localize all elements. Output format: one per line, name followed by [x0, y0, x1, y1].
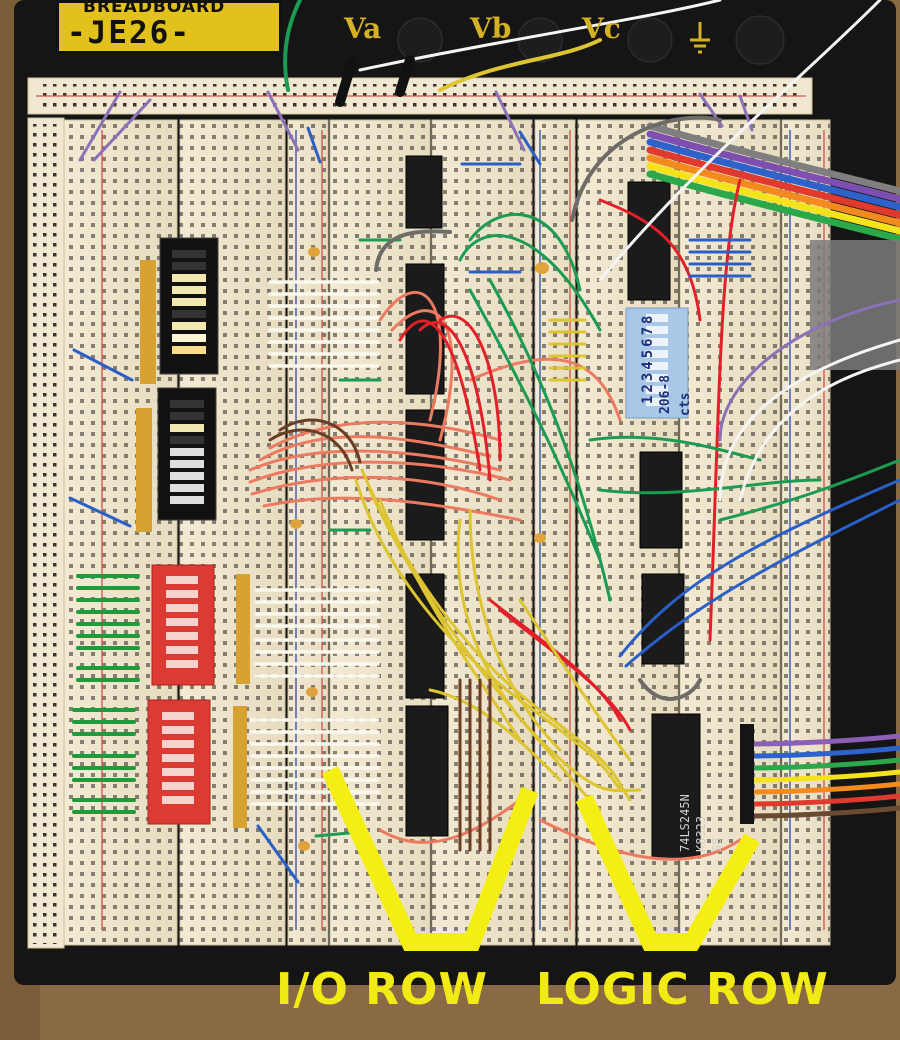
ic-chips [405, 155, 701, 859]
red-wire-bundle [398, 178, 742, 732]
terminal-label-vc: Vc [582, 12, 621, 45]
green-jumpers-left [72, 574, 140, 814]
brand-model-text: -JE26- [67, 15, 191, 51]
ribbon-cable-top [646, 122, 900, 243]
capacitors [290, 247, 549, 851]
chip-date-code: S8 [710, 837, 724, 852]
logic-row-caption: LOGIC ROW [536, 964, 829, 1015]
brown-wire-set [268, 418, 492, 852]
dip-switch-numbers: 12345678 [640, 312, 656, 404]
dip-switch-red-top [151, 564, 215, 686]
brand-top-text: BREADBOARD [83, 0, 226, 17]
ribbon-cable-bottom [745, 733, 900, 819]
terminal-label-vb: Vb [470, 12, 512, 45]
chip-lot-code: K8323 [694, 815, 708, 852]
io-row-arrow [321, 766, 539, 951]
white-wire-set [358, 0, 900, 502]
dip-switch-maker-mark: cts [678, 392, 693, 416]
white-jumpers [250, 280, 380, 806]
led-bar-graph-top [159, 237, 219, 375]
brand-label: BREADBOARD -JE26- [56, 0, 282, 54]
terminal-label-va: Va [344, 12, 382, 45]
io-row-caption: I/O ROW [276, 964, 488, 1015]
logic-row-arrow [575, 794, 760, 951]
binding-posts [397, 15, 785, 65]
dip-switch-part-number: 206-8 [658, 374, 673, 414]
dip-switch-red-bottom [147, 699, 211, 825]
yellow-wire-bundle [354, 318, 642, 812]
led-bar-graph-bottom [157, 387, 217, 521]
chip-part-number: 74LS245N [678, 794, 692, 852]
blue-wire-set [68, 126, 900, 884]
annotation-arrows [321, 766, 760, 951]
gray-wire-set [374, 115, 722, 701]
